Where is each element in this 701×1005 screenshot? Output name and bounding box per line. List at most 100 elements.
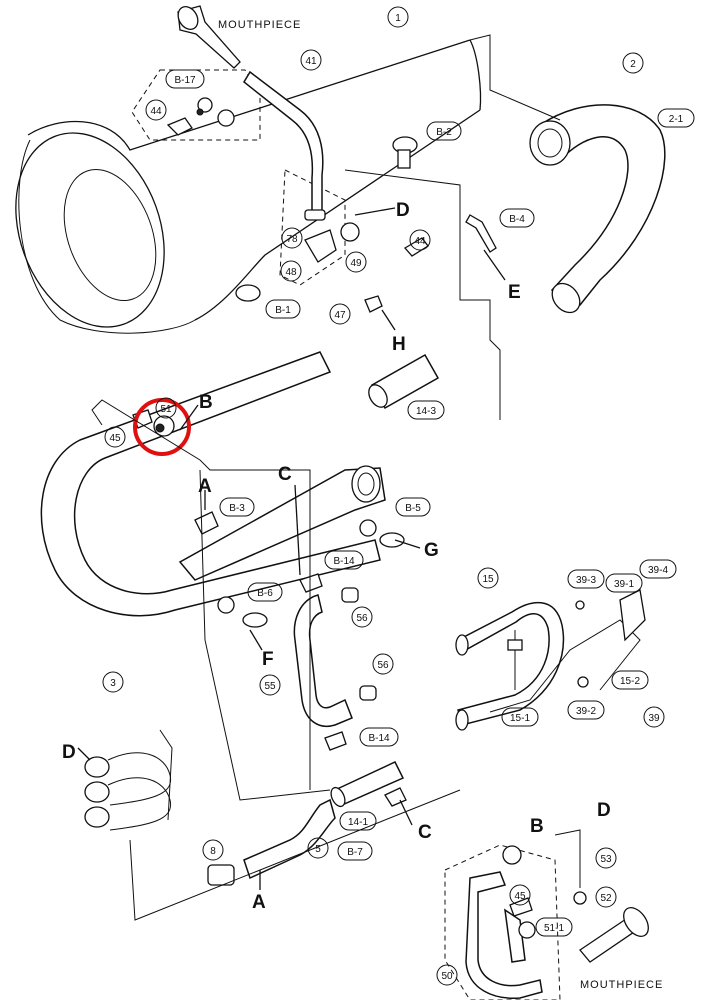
callout-15-2: 15-2 xyxy=(620,676,640,687)
callout-b17: B-17 xyxy=(174,75,196,86)
bow-3 xyxy=(40,351,386,617)
elbow-48 xyxy=(304,229,337,263)
arrow-C-top xyxy=(294,484,301,576)
callout-39-1: 39-1 xyxy=(614,579,634,590)
callout-b3: B-3 xyxy=(229,503,245,514)
tube-14-1-end xyxy=(330,786,346,808)
callout-53: 53 xyxy=(600,854,612,865)
callout-b14a: B-14 xyxy=(333,556,355,567)
connector-B-inset: B xyxy=(530,816,544,837)
guide-line xyxy=(129,789,461,921)
crook-2 xyxy=(529,104,666,314)
knob-b5 xyxy=(379,532,405,548)
knob-b6 xyxy=(242,612,268,628)
callout-3: 3 xyxy=(110,678,116,689)
bracket-39-1 xyxy=(619,589,646,642)
callout-47: 47 xyxy=(334,310,346,321)
cap-56-b xyxy=(359,685,377,701)
guide-line xyxy=(91,399,311,790)
callout-b14b: B-14 xyxy=(368,733,390,744)
callout-55: 55 xyxy=(264,681,276,692)
key-b4 xyxy=(465,214,497,253)
bell-section xyxy=(15,39,482,334)
callout-14-1: 14-1 xyxy=(348,817,368,828)
arrow-F xyxy=(249,629,263,651)
callout-51: 51 xyxy=(160,404,172,415)
tube-14-3-end xyxy=(368,384,388,408)
valve-box-outline xyxy=(131,69,261,141)
connector-D-top: D xyxy=(396,200,410,221)
callout-b6: B-6 xyxy=(257,588,273,599)
callout-49: 49 xyxy=(350,258,362,269)
callout-45b: 45 xyxy=(514,891,526,902)
callout-b4: B-4 xyxy=(509,214,525,225)
callout-15-1: 15-1 xyxy=(510,713,530,724)
connector-C-bottom: C xyxy=(418,822,432,843)
mouthpiece-top-label: MOUTHPIECE xyxy=(218,19,301,31)
arrow-D-top xyxy=(354,207,396,216)
callout-44a: 44 xyxy=(150,106,162,117)
inset-box xyxy=(444,844,561,1001)
clip-47 xyxy=(364,295,383,313)
connector-D-left: D xyxy=(62,742,76,763)
crook-box-outline xyxy=(279,169,346,286)
callout-39: 39 xyxy=(648,713,660,724)
callouts: 1 2 3 5 8 15 39 41 44 44 45 45 47 48 49 … xyxy=(102,6,665,986)
tube-stack xyxy=(84,729,173,831)
connector-C-top: C xyxy=(278,464,292,485)
connector-A-top: A xyxy=(198,476,212,497)
connector-B-main: B xyxy=(199,392,213,413)
mouthpiece-bottom-label: MOUTHPIECE xyxy=(580,979,663,991)
connector-A-bottom: A xyxy=(252,892,266,913)
key-b14-b xyxy=(324,731,347,751)
ferrule xyxy=(304,209,326,221)
callout-b5: B-5 xyxy=(405,503,421,514)
arrow-G xyxy=(394,539,421,549)
callout-78: 78 xyxy=(286,234,298,245)
callout-51-1: 51-1 xyxy=(544,923,564,934)
callout-41: 41 xyxy=(305,56,317,67)
connector-E: E xyxy=(508,282,521,303)
connector-H: H xyxy=(392,334,406,355)
arrow-C-bottom xyxy=(399,799,413,826)
callout-45a: 45 xyxy=(109,433,121,444)
callout-5: 5 xyxy=(315,844,321,855)
callout-2-1: 2-1 xyxy=(669,114,684,125)
key-b7 xyxy=(384,787,407,807)
callout-56a: 56 xyxy=(356,613,368,624)
callout-39-2: 39-2 xyxy=(576,706,596,717)
arrow-E xyxy=(483,249,506,281)
screw-39-2 xyxy=(577,676,589,688)
arrow-H xyxy=(381,309,396,331)
callout-8: 8 xyxy=(210,846,216,857)
screw-39-3 xyxy=(575,600,585,610)
knob-b1 xyxy=(235,284,261,302)
ferrule-8 xyxy=(207,864,235,886)
connector-letters: D E H B A C G F D C A B D xyxy=(62,200,611,913)
mouthpiece-top xyxy=(177,5,241,69)
callout-14-3: 14-3 xyxy=(416,406,436,417)
key-b3 xyxy=(194,511,219,535)
cap-56-a xyxy=(341,587,359,603)
oval-callouts: 2-1 14-3 14-1 15-1 15-2 39-1 39-2 39-3 3… xyxy=(165,69,695,937)
tube-5 xyxy=(243,798,336,880)
valve-parts-b17 xyxy=(166,97,235,136)
part-49 xyxy=(340,222,360,242)
callout-39-4: 39-4 xyxy=(648,565,668,576)
connector-D-inset: D xyxy=(597,800,611,821)
knob-b2-stem xyxy=(397,149,411,169)
callout-2: 2 xyxy=(630,59,636,70)
key-b14-a xyxy=(299,573,323,593)
connector-G: G xyxy=(424,540,439,561)
arrow-B xyxy=(179,404,199,431)
slide-bracket xyxy=(489,619,641,713)
connector-F: F xyxy=(262,649,274,670)
knob-b6-hub xyxy=(217,596,235,614)
callout-b7: B-7 xyxy=(347,847,363,858)
crook-55 xyxy=(293,594,353,727)
knob-b5-hub xyxy=(359,519,377,537)
callout-52: 52 xyxy=(600,893,612,904)
callout-15: 15 xyxy=(482,574,494,585)
